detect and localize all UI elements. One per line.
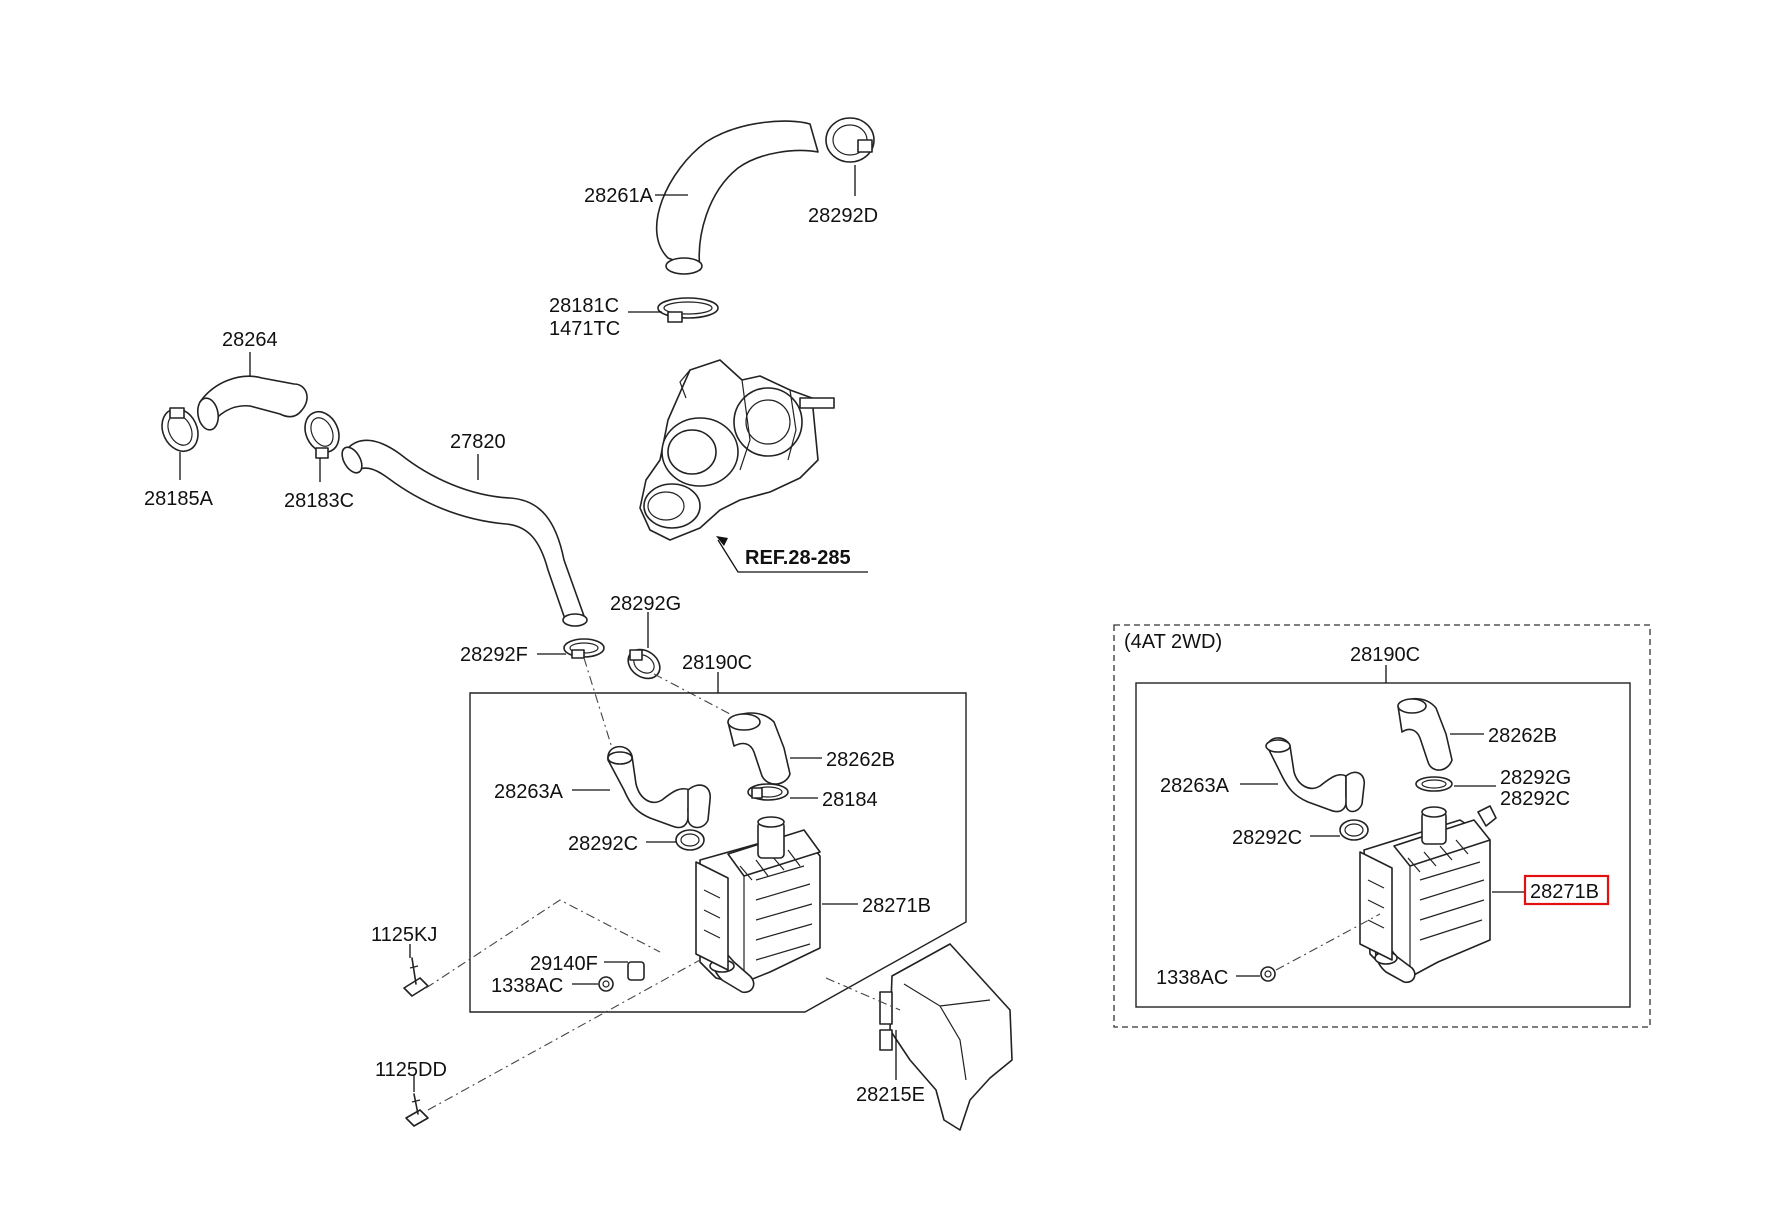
variant-nut-1338AC[interactable]: [1260, 966, 1276, 982]
clamp-28292C[interactable]: [675, 829, 705, 851]
label-1125KJ[interactable]: 1125KJ: [371, 924, 437, 946]
clamp-28183C[interactable]: [299, 406, 346, 459]
variant-clamp-28292C[interactable]: [1339, 819, 1369, 841]
variant-label-28262B[interactable]: 28262B: [1488, 725, 1557, 747]
hose-28262B[interactable]: [727, 712, 791, 785]
label-1125DD[interactable]: 1125DD: [375, 1059, 447, 1081]
label-28190C[interactable]: 28190C: [682, 652, 752, 674]
label-29140F[interactable]: 29140F: [530, 953, 598, 975]
hose-28263A[interactable]: [607, 745, 711, 829]
variant-label-28190C[interactable]: 28190C: [1350, 644, 1420, 666]
variant-label-1338AC[interactable]: 1338AC: [1156, 967, 1228, 989]
label-28181C[interactable]: 28181C: [549, 295, 619, 317]
label-28262B[interactable]: 28262B: [826, 749, 895, 771]
label-1471TC[interactable]: 1471TC: [549, 318, 620, 340]
variant-intercooler-28271B[interactable]: [1359, 805, 1497, 984]
variant-clamp-28292G[interactable]: [1415, 776, 1453, 792]
label-28264[interactable]: 28264: [222, 329, 278, 351]
variant-label-28271B[interactable]: 28271B: [1530, 881, 1599, 903]
label-28184[interactable]: 28184: [822, 789, 878, 811]
variant-label-28263A[interactable]: 28263A: [1160, 775, 1230, 797]
hose-28264[interactable]: [195, 375, 308, 431]
clamp-28292F[interactable]: [563, 638, 605, 659]
nut-1338AC[interactable]: [598, 976, 614, 992]
clamp-28185A[interactable]: [155, 403, 204, 457]
variant-label-28292C-right[interactable]: 28292C: [1500, 788, 1570, 810]
variant-title[interactable]: (4AT 2WD): [1124, 631, 1222, 653]
clamp-28184[interactable]: [747, 783, 789, 801]
grommet-29140F[interactable]: [627, 961, 645, 981]
highlight-28271B: [1523, 874, 1610, 906]
intercooler-28271B[interactable]: [695, 816, 821, 994]
hose-27820[interactable]: [338, 439, 588, 627]
label-28183C[interactable]: 28183C: [284, 490, 354, 512]
label-28292C[interactable]: 28292C: [568, 833, 638, 855]
variant-label-28292G[interactable]: 28292G: [1500, 767, 1571, 789]
label-28261A[interactable]: 28261A: [584, 185, 654, 207]
label-28292D[interactable]: 28292D: [808, 205, 878, 227]
variant-box-4at-2wd: [1113, 624, 1651, 1028]
bolt-1125KJ[interactable]: [403, 957, 429, 997]
ref-28-285[interactable]: REF.28-285: [745, 547, 851, 569]
clamp-28292D[interactable]: [825, 117, 875, 163]
label-28263A[interactable]: 28263A: [494, 781, 564, 803]
clamp-28181C[interactable]: [657, 297, 719, 323]
variant-group-28190C: [1135, 682, 1631, 1008]
clamp-28292G[interactable]: [623, 644, 666, 685]
air-guard-28215E[interactable]: [879, 943, 1013, 1131]
label-28185A[interactable]: 28185A: [144, 488, 214, 510]
variant-label-28292C-left[interactable]: 28292C: [1232, 827, 1302, 849]
hose-28261A[interactable]: [655, 120, 819, 275]
label-28215E[interactable]: 28215E: [856, 1084, 925, 1106]
label-27820[interactable]: 27820: [450, 431, 506, 453]
label-28271B[interactable]: 28271B: [862, 895, 931, 917]
turbocharger-assembly[interactable]: [639, 359, 835, 541]
variant-hose-28262B[interactable]: [1397, 697, 1453, 771]
bolt-1125DD[interactable]: [405, 1093, 429, 1127]
label-28292F[interactable]: 28292F: [460, 644, 528, 666]
label-28292G[interactable]: 28292G: [610, 593, 681, 615]
label-1338AC[interactable]: 1338AC: [491, 975, 563, 997]
variant-hose-28263A[interactable]: [1265, 737, 1366, 813]
